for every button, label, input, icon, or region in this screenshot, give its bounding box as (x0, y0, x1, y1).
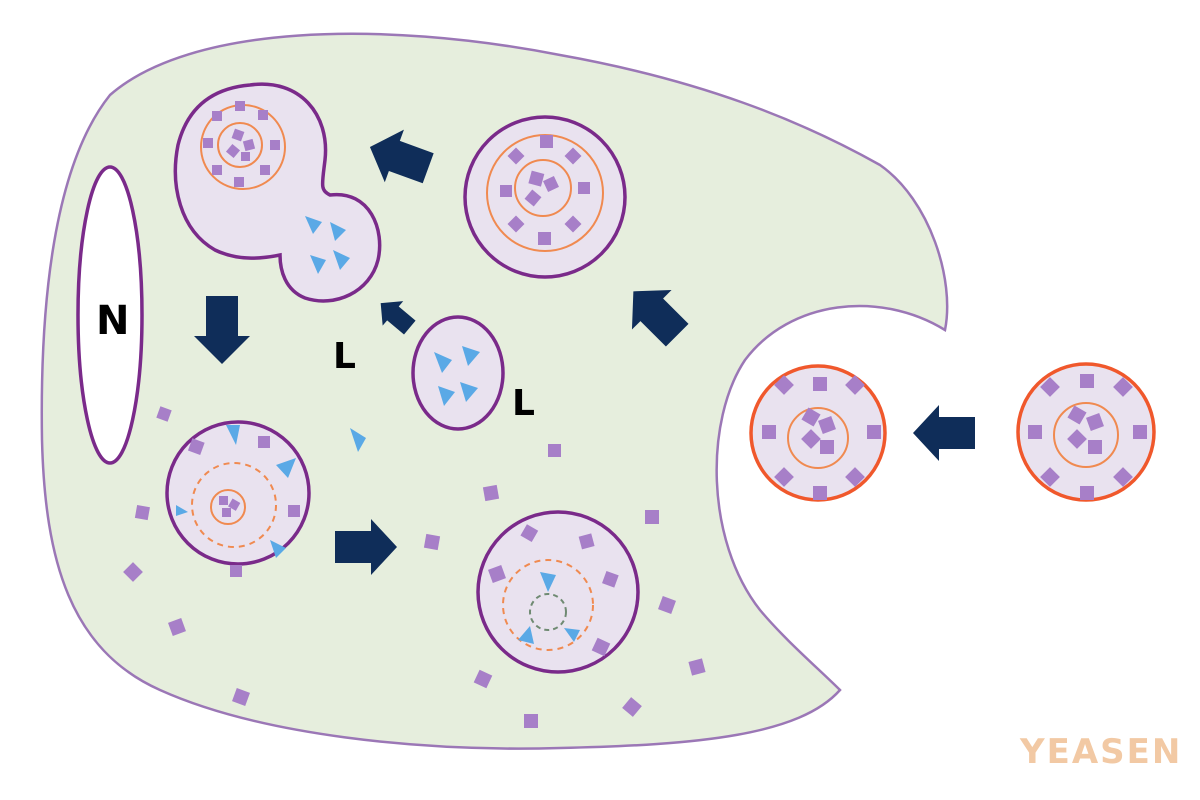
yeasen-watermark: YEASEN (1019, 732, 1182, 772)
free-cargo (123, 406, 706, 728)
endolysosome-enzymes (305, 216, 350, 274)
internalizing-vesicle (749, 364, 887, 502)
degrading-lysosome (476, 510, 640, 674)
nucleus (76, 165, 144, 465)
lysosome-label-top: L (333, 336, 356, 377)
arrow-extracellular-to-vesicle (913, 405, 975, 461)
arrow-to-degrading-lysosome (335, 519, 397, 575)
arrow-to-early-endosome (631, 289, 689, 347)
arrow-down-to-late-endosome (194, 296, 250, 364)
arrow-lysosome-fusion (380, 301, 416, 335)
late-endosome-left (165, 420, 311, 577)
arrow-to-endolysosome (369, 129, 434, 184)
free-lysosome (411, 315, 505, 431)
nucleus-label: N (96, 298, 129, 344)
endolysosome-cargo (203, 101, 280, 187)
extracellular-vesicle (1016, 362, 1156, 502)
lysosome-label-free: L (512, 383, 535, 424)
endolysosome (173, 82, 382, 303)
early-endosome (463, 115, 627, 279)
